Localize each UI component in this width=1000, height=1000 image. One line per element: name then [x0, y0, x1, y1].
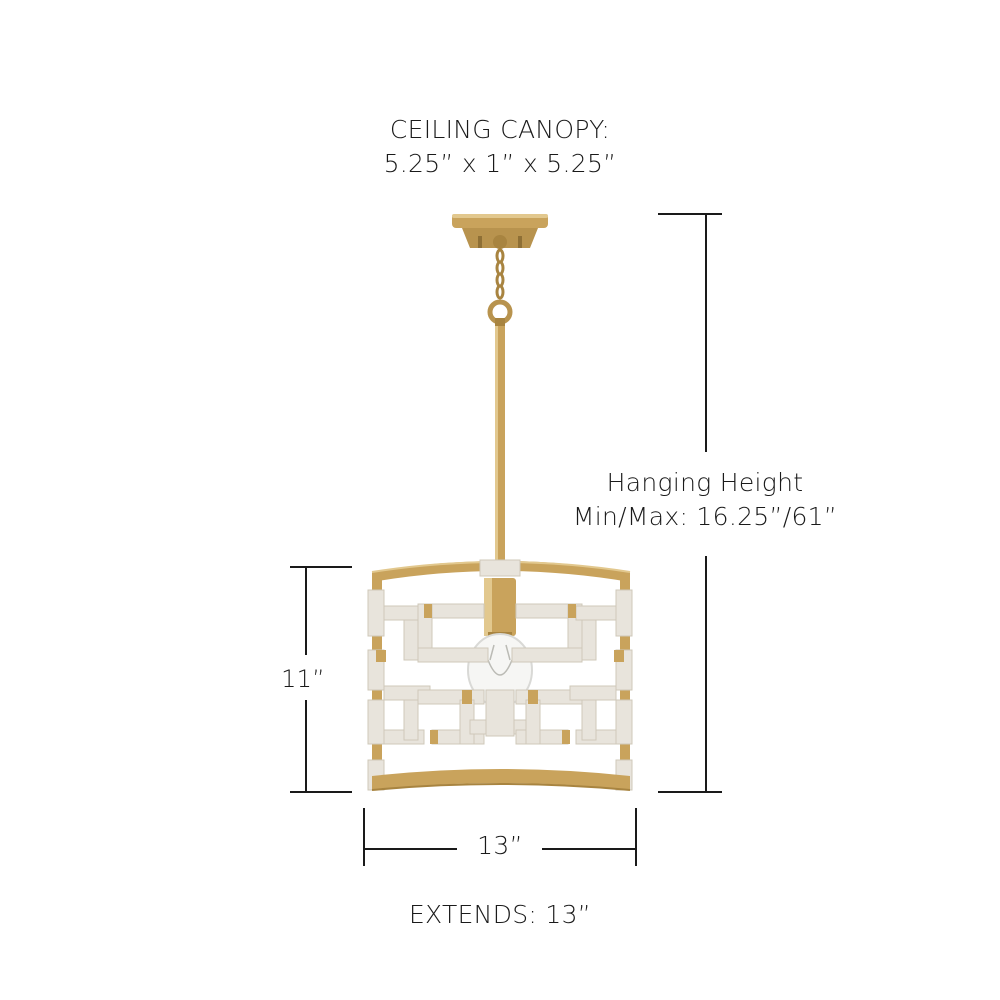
bottom-ring [371, 769, 631, 791]
fixture-height-dimension [290, 566, 352, 793]
hanging-height-dimension [658, 213, 722, 793]
canopy-label-line1: CEILING CANOPY: [389, 115, 611, 144]
fixture-width-dimension [363, 808, 637, 866]
canopy-dimension-label: CEILING CANOPY: 5.25” x 1” x 5.25” [300, 113, 700, 181]
fixture-width-label: 13” [477, 831, 523, 860]
fretwork-panels [367, 559, 633, 791]
chain [495, 248, 505, 300]
socket [484, 578, 516, 642]
canopy-label-line2: 5.25” x 1” x 5.25” [383, 149, 617, 178]
hanging-height-label: Hanging Height Min/Max: 16.25”/61” [555, 466, 855, 534]
stem-rod [495, 326, 505, 564]
fixture-height-label: 11” [281, 665, 325, 693]
loop-connector [487, 299, 513, 328]
ceiling-canopy [452, 214, 548, 249]
extends-label: EXTENDS: 13” [408, 900, 592, 929]
hanging-label-line1: Hanging Height [606, 468, 804, 497]
hanging-label-line2: Min/Max: 16.25”/61” [572, 502, 838, 531]
